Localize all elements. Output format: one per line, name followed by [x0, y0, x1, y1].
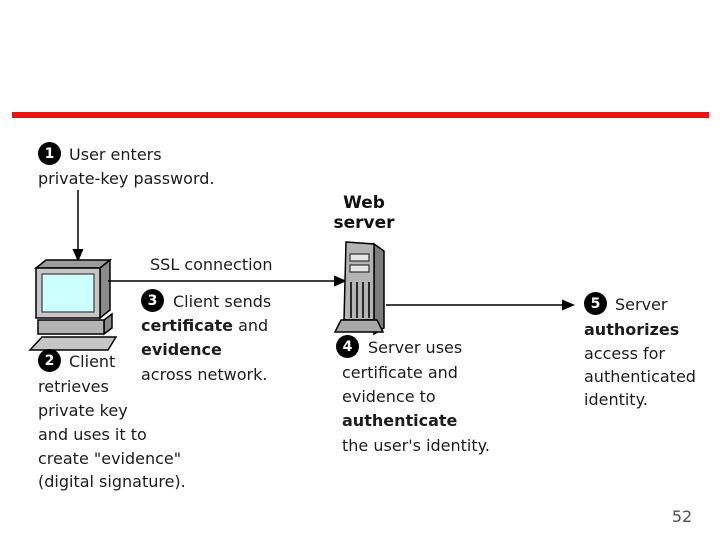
step-2-text-line-6: (digital signature). — [38, 472, 186, 491]
user-to-client-arrow — [72, 190, 84, 262]
web-server-label-line-1: Web — [343, 193, 385, 213]
web-server-tower-icon — [333, 241, 385, 336]
step-2-badge: 2 — [38, 349, 61, 372]
step-4-text-line-1: Server uses — [368, 338, 463, 357]
step-1-badge: 1 — [38, 142, 61, 165]
step-3-line-2-rest: and — [233, 316, 269, 335]
step-2-text-line-4: and uses it to — [38, 425, 147, 444]
step-1-text-line-2: private-key password. — [38, 169, 215, 188]
step-5-text-line-5: identity. — [584, 390, 648, 409]
step-5-text-line-1: Server — [615, 295, 668, 314]
step-4-bold-authenticate: authenticate — [342, 411, 458, 430]
step-3-bold-evidence: evidence — [141, 340, 222, 359]
client-to-server-arrow — [108, 275, 347, 287]
step-5-badge: 5 — [584, 292, 607, 315]
step-4-badge: 4 — [336, 335, 359, 358]
top-divider-rule — [12, 112, 709, 118]
web-server-label-line-2: server — [333, 213, 395, 233]
step-3-text-line-4: across network. — [141, 365, 268, 384]
step-4-text-line-2: certificate and — [342, 363, 458, 382]
step-4-text-line-3: evidence to — [342, 387, 436, 406]
ssl-connection-label: SSL connection — [150, 255, 273, 274]
step-3-badge: 3 — [141, 289, 164, 312]
web-server-label: Web server — [326, 193, 402, 233]
step-5-text-line-4: authenticated — [584, 367, 696, 386]
step-1-text-line-1: User enters — [69, 145, 162, 164]
step-5-text-line-3: access for — [584, 344, 665, 363]
page-number: 52 — [671, 507, 693, 526]
client-computer-icon — [28, 258, 118, 351]
step-3-text-line-1: Client sends — [173, 292, 272, 311]
step-2-text-line-5: create "evidence" — [38, 449, 182, 468]
step-2-text-line-1: Client — [69, 352, 116, 371]
step-4-text-line-5: the user's identity. — [342, 436, 490, 455]
step-2-text-line-2: retrieves — [38, 377, 109, 396]
step-3-text-line-2: certificate and — [141, 316, 268, 336]
step-2-text-line-3: private key — [38, 401, 128, 420]
step-3-bold-certificate: certificate — [141, 316, 233, 335]
step-5-bold-authorizes: authorizes — [584, 320, 680, 339]
server-to-authorization-arrow — [386, 299, 575, 311]
